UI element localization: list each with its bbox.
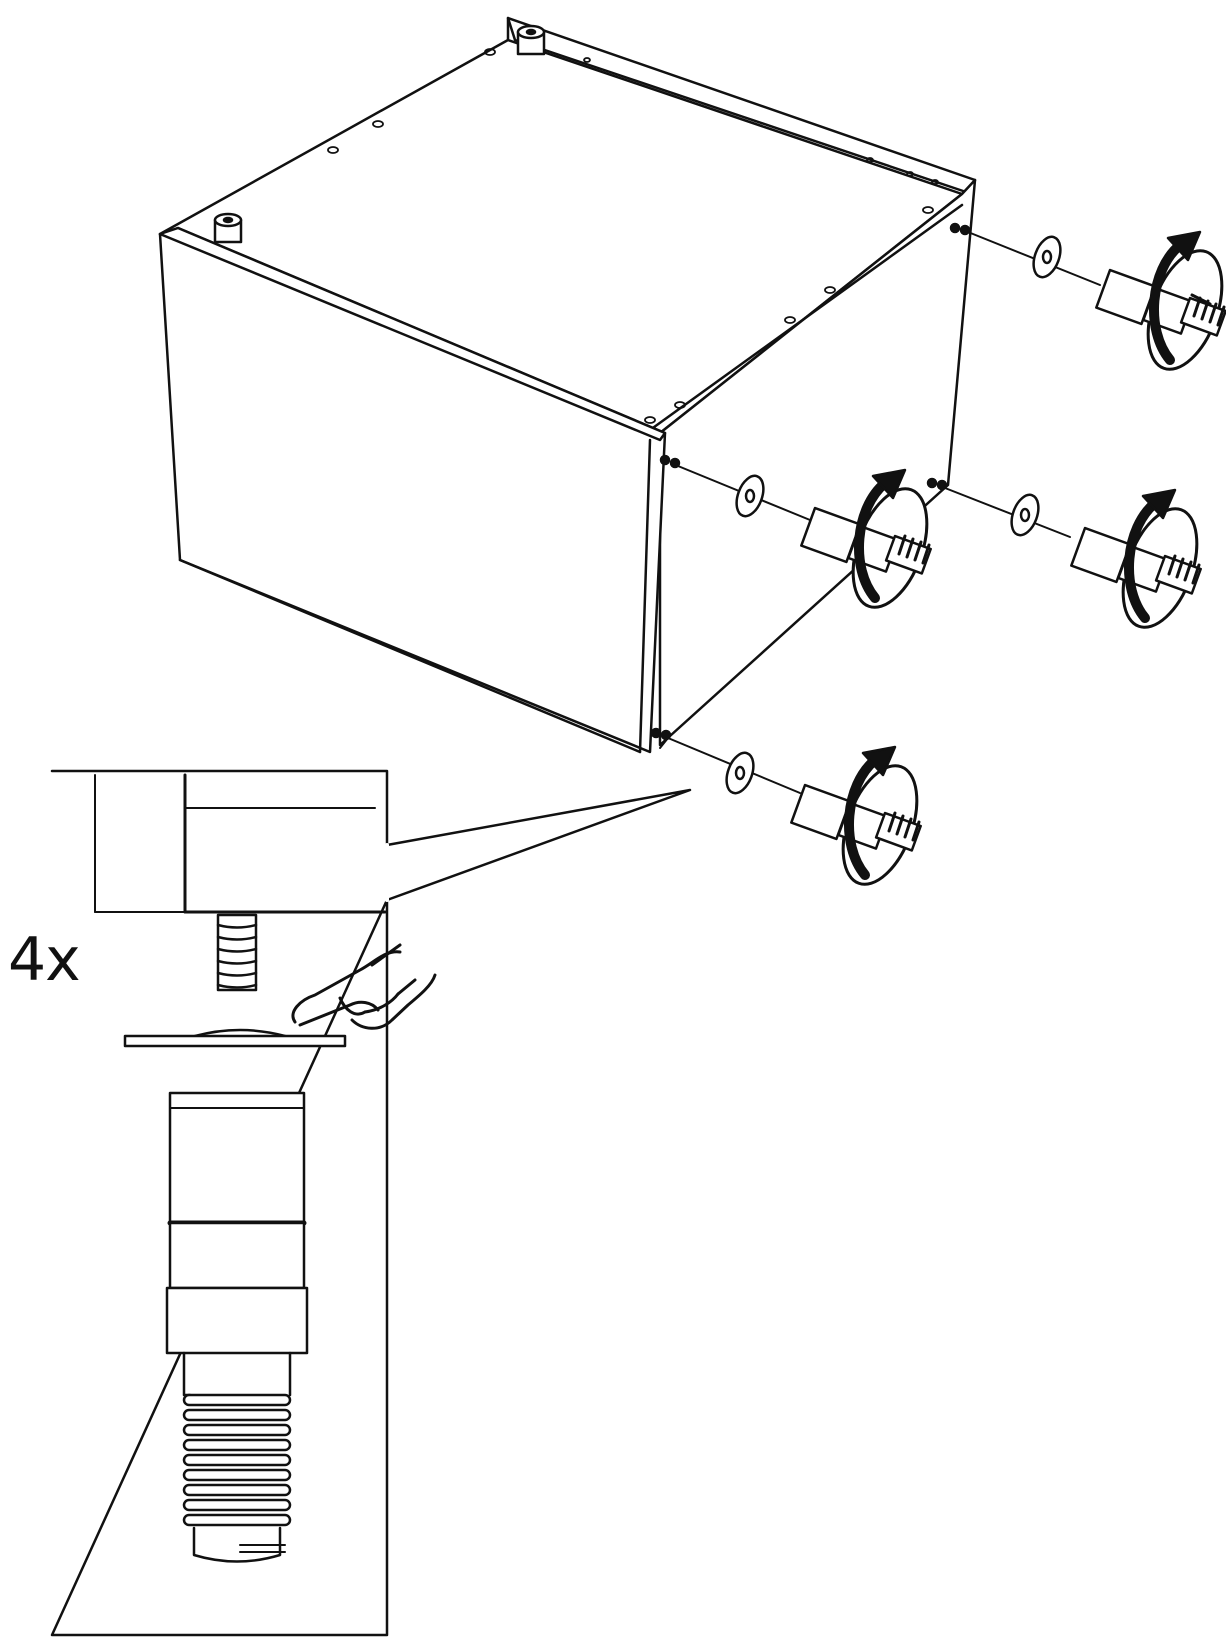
cabinet-screw-2	[659, 454, 681, 469]
adjustable-foot-4	[790, 745, 922, 886]
top-panel-holes	[327, 48, 939, 424]
washer-3	[1010, 493, 1040, 537]
foot-closeup	[165, 1091, 309, 1563]
detail-callout	[50, 769, 692, 1637]
cabinet-screw-3	[926, 477, 948, 491]
top-dowel-left	[213, 212, 243, 244]
rotate-clockwise-arrow-icon	[1149, 240, 1185, 365]
callout-pointer	[385, 788, 692, 902]
washer-2	[735, 474, 765, 518]
pointing-hand-icon	[291, 943, 437, 1030]
top-dowel-back	[516, 24, 546, 56]
washer-side-view	[123, 1028, 347, 1048]
cabinet	[158, 16, 977, 754]
cabinet-front-edge	[158, 226, 667, 442]
cabinet-corner-closeup	[94, 773, 387, 914]
quantity-label: 4x	[8, 925, 81, 995]
adjustable-foot-2	[800, 468, 932, 609]
rotate-clockwise-arrow-icon	[1124, 498, 1160, 623]
washer-4	[725, 751, 755, 795]
cabinet-right-panel	[658, 178, 977, 747]
threaded-bolt	[216, 913, 258, 992]
adjustable-foot-3	[1070, 488, 1202, 629]
rotate-clockwise-arrow-icon	[844, 755, 880, 880]
washer-1	[1032, 235, 1062, 279]
rotate-clockwise-arrow-icon	[854, 478, 890, 603]
adjustable-foot-1	[1095, 230, 1226, 371]
